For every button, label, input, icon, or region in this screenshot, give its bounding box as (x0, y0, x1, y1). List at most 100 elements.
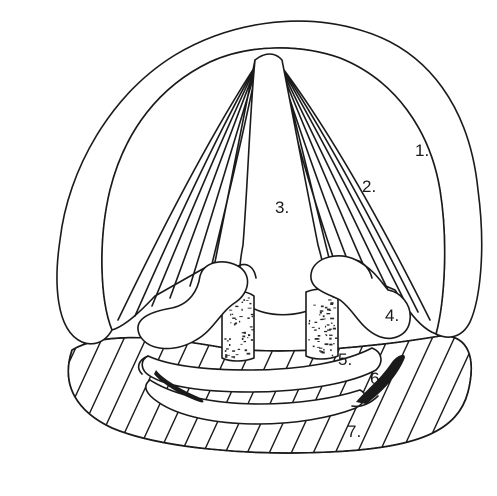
stipple-speck (333, 328, 336, 330)
stipple-speck (225, 350, 227, 352)
stipple-speck (238, 349, 240, 350)
stipple-speck (323, 349, 324, 351)
stippled-block-right (306, 289, 339, 359)
stipple-speck (239, 321, 240, 323)
stipple-speck (320, 310, 324, 312)
stipple-speck (226, 348, 229, 349)
stipple-speck (235, 319, 237, 320)
stipple-speck (333, 343, 334, 344)
stipple-speck (229, 310, 232, 311)
stipple-speck (229, 338, 231, 340)
stipple-speck (324, 331, 327, 332)
stipple-speck (251, 329, 253, 330)
stipple-speck (314, 329, 317, 330)
stipple-speck (325, 343, 329, 345)
stipple-speck (227, 355, 230, 356)
label-7: 7. (347, 422, 361, 441)
stipple-speck (327, 324, 330, 325)
stipple-speck (331, 323, 333, 324)
stipple-speck (242, 302, 244, 303)
stipple-speck (236, 306, 239, 307)
stipple-speck (319, 314, 320, 315)
stipple-speck (330, 318, 334, 320)
stipple-speck (329, 338, 331, 340)
stipple-speck (232, 314, 234, 315)
stipple-speck (225, 354, 227, 356)
stipple-speck (248, 298, 250, 299)
stipple-speck (334, 325, 335, 326)
stipple-speck (312, 327, 315, 328)
stipple-speck (232, 318, 236, 319)
stipple-speck (318, 341, 320, 342)
label-6: 6. (370, 369, 384, 388)
stipple-speck (248, 308, 252, 309)
stipple-speck (326, 313, 330, 314)
stipple-speck (243, 299, 245, 301)
stipple-speck (251, 339, 253, 341)
stipple-speck (247, 317, 249, 319)
label-4: 4. (385, 306, 399, 325)
stipple-speck (315, 338, 319, 340)
stipple-speck (322, 352, 325, 354)
stipple-speck (333, 308, 336, 309)
stipple-speck (318, 335, 321, 337)
stipple-speck (330, 303, 333, 305)
stipple-speck (309, 323, 311, 325)
stipple-speck (225, 356, 228, 358)
stipple-speck (335, 338, 339, 339)
stipple-speck (323, 315, 325, 317)
stipple-speck (242, 336, 245, 338)
stipple-speck (327, 309, 330, 311)
stipple-speck (241, 309, 242, 311)
stipple-speck (240, 344, 242, 345)
stipple-speck (318, 328, 320, 329)
stipple-speck (252, 316, 253, 318)
stipple-speck (327, 330, 331, 331)
stipple-speck (330, 349, 332, 351)
stipple-speck (242, 338, 244, 340)
stipple-speck (229, 344, 230, 346)
hatch-line (2, 330, 62, 460)
stipple-speck (247, 353, 251, 355)
stipple-speck (227, 340, 229, 341)
stipple-speck (325, 307, 328, 309)
stipple-speck (320, 319, 323, 320)
stipple-speck (239, 316, 242, 317)
stipple-speck (244, 341, 246, 342)
stipple-speck (245, 349, 248, 351)
stipple-speck (232, 350, 235, 352)
stipple-speck (329, 335, 333, 336)
label-5: 5. (338, 350, 352, 369)
stipple-speck (230, 314, 231, 316)
stipple-speck (251, 314, 254, 315)
stipple-speck (249, 303, 251, 304)
stipple-speck (317, 347, 320, 348)
stipple-speck (324, 318, 325, 319)
stipple-speck (234, 357, 235, 359)
label-3: 3. (275, 198, 289, 217)
stipple-speck (313, 346, 315, 348)
stipple-speck (319, 348, 322, 349)
stipple-speck (325, 326, 326, 328)
stipple-speck (320, 312, 322, 314)
stipple-speck (308, 339, 309, 341)
stipple-speck (247, 337, 248, 338)
label-2: 2. (362, 177, 376, 196)
stipple-speck (244, 332, 247, 334)
stipple-speck (224, 338, 226, 339)
stipple-speck (326, 335, 327, 337)
stipple-speck (321, 306, 324, 308)
stipple-speck (250, 326, 253, 327)
stipple-speck (313, 305, 316, 306)
stipple-speck (309, 320, 310, 322)
stipple-speck (236, 354, 239, 355)
stipple-speck (328, 299, 331, 300)
stipple-speck (332, 355, 334, 357)
stipple-speck (230, 322, 231, 323)
stipple-speck (315, 322, 318, 323)
stipple-speck (248, 334, 250, 336)
hatch-line (0, 330, 40, 460)
stipple-speck (329, 344, 332, 346)
label-1: 1. (415, 141, 429, 160)
